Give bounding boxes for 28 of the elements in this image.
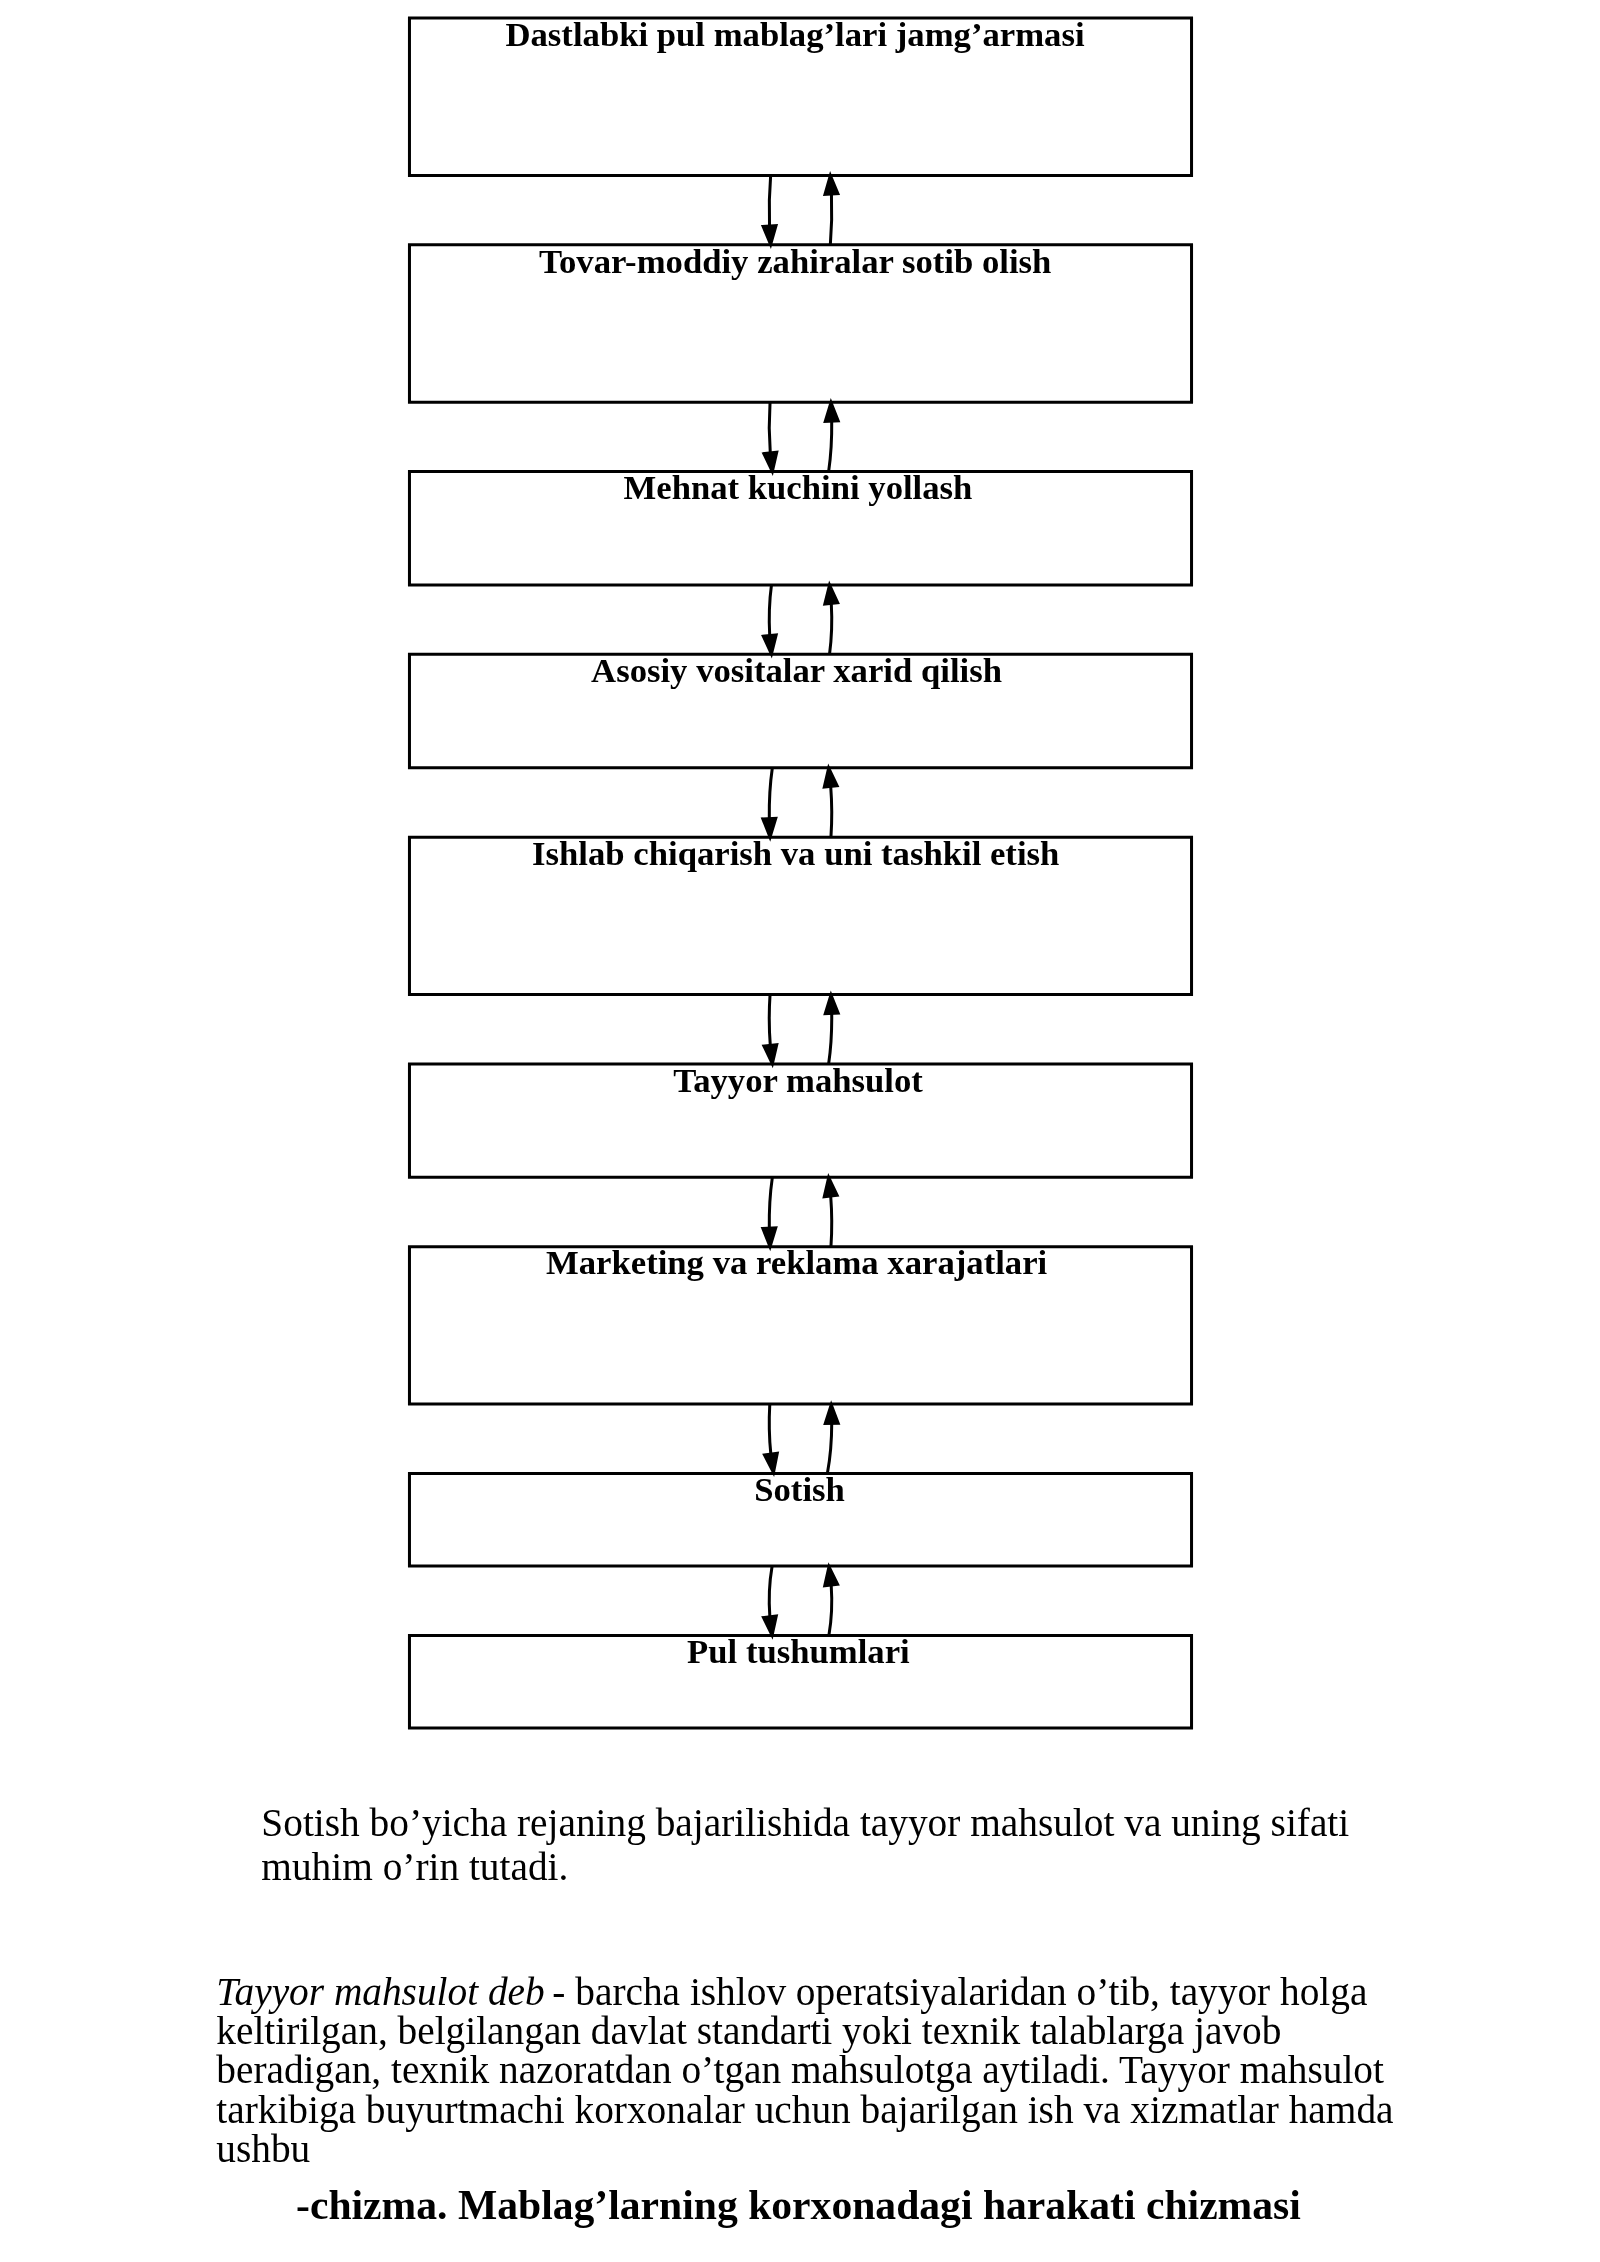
arrow [760,584,778,659]
arrow [822,170,840,245]
node-box: Pul tushumlari [407,1633,1193,1730]
arrow [760,175,778,250]
node-box: Marketing va reklama xarajatlari [407,1245,1193,1406]
arrow [822,398,840,472]
node-box: Asosiy vositalar xarid qilish [407,652,1193,770]
label: Tayyor mahsulot deb - barcha ishlov operatsiyalaridan o’tib, tayyor holga keltirilgan, belgilangan davlat standarti yoki texnik talablarga javob beradigan, texnik nazoratdan o’tgan mahsulotga aytiladi. Tayyor mahsulot tarkibiga buyurtmachi korxonalar uchun bajarilgan ish va xizmatlar hamda ushbu [215,1969,1394,2172]
caption: -chizma. Mablag’larning korxonadagi harakati chizmasi [295,2182,1301,2229]
arrow [760,1177,778,1252]
label: Sotish bo’yicha rejaning bajarilishida tayyor mahsulot va uning sifati muhim o’rin tutadi. [260,1800,1349,1889]
arrow [822,1562,840,1636]
arrow [761,1404,779,1477]
arrow [760,1566,778,1640]
node-box: Dastlabki pul mablag’lari jamg’armasi [407,16,1193,177]
arrow [760,767,778,842]
arrow [761,994,779,1069]
arrow [761,402,779,476]
arrow [822,580,840,655]
node-box: Tovar-moddiy zahiralar sotib olish [407,243,1193,404]
arrow [821,1173,839,1247]
node-box: Tayyor mahsulot [407,1062,1193,1179]
node-box: Mehnat kuchini yollash [407,470,1193,587]
node-box: Sotish [407,1471,1193,1568]
arrow [822,990,840,1064]
arrow [821,763,839,838]
arrow [822,1400,840,1473]
node-box: Ishlab chiqarish va uni tashkil etish [407,835,1193,996]
